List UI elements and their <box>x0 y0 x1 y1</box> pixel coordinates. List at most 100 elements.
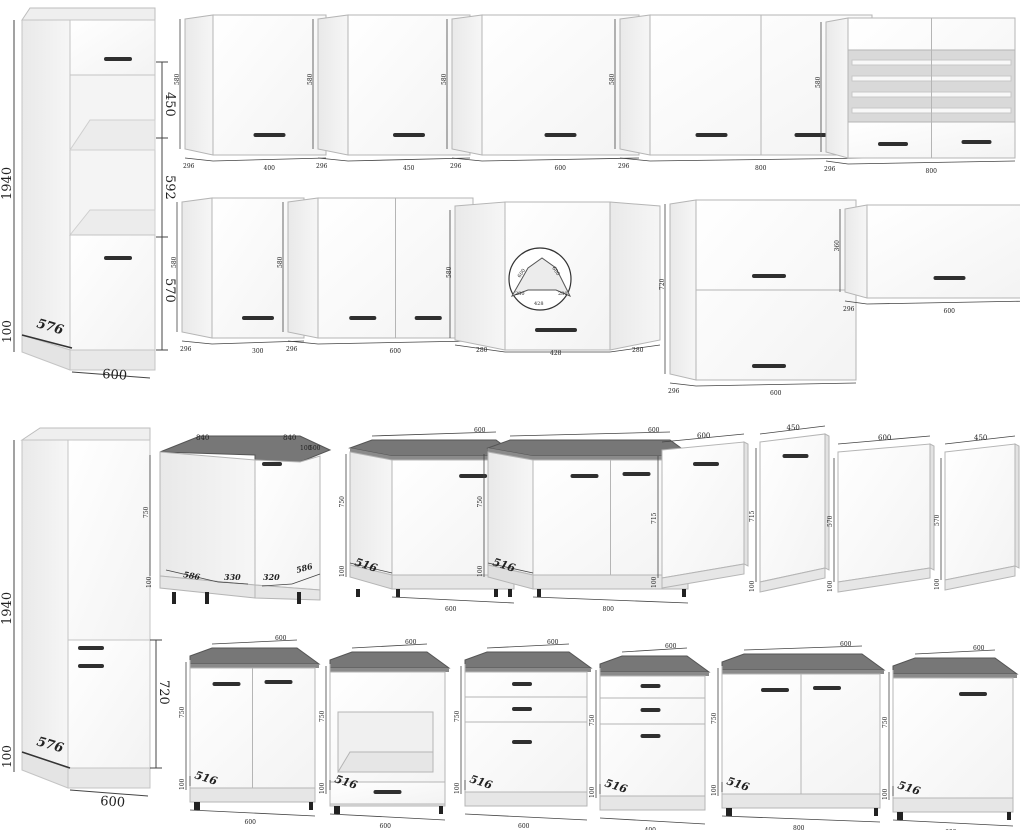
plinth-side <box>349 564 393 590</box>
width-label: 300 <box>252 348 264 355</box>
width-label: 400 <box>264 165 276 172</box>
plinth-label: 100 <box>589 786 596 798</box>
plinth-label: 100 <box>339 565 346 577</box>
larder-upper-door <box>67 439 151 641</box>
corner-left-body <box>159 451 256 586</box>
tall-oven-housing: 1940 100 576 600 450 592 570 <box>0 7 177 384</box>
leg-icon <box>356 589 360 597</box>
plinth <box>892 797 1014 813</box>
height-label: 580 <box>277 256 284 268</box>
cabinet-front <box>892 677 1014 799</box>
worktop-edge <box>600 672 709 676</box>
depth-label: 296 <box>180 346 192 353</box>
cabinet-side <box>451 14 483 156</box>
top-width-label: 840 <box>283 434 296 442</box>
dimension-line <box>486 643 570 649</box>
dimension-line <box>349 562 393 574</box>
leg-icon <box>726 808 730 816</box>
dimension-line <box>661 433 745 443</box>
worktop-edge <box>488 448 533 460</box>
tall-section-3: 570 <box>162 278 177 303</box>
worktop <box>721 653 886 671</box>
dimension-line <box>721 815 881 823</box>
worktop-edge <box>893 674 1017 678</box>
dimension-line <box>464 813 588 821</box>
worktop-edge <box>722 670 884 674</box>
plinth-label: 100 <box>146 576 153 588</box>
cabinet-front <box>347 14 471 156</box>
leg-icon <box>194 802 198 810</box>
panel-edge <box>824 433 830 571</box>
width-label: 800 <box>755 165 767 172</box>
width-label: 600 <box>445 606 457 613</box>
inset-label: 280 <box>558 291 568 297</box>
dimension-line <box>621 647 688 653</box>
tall-section-1: 450 <box>162 92 177 117</box>
dimension-line <box>181 340 213 345</box>
handle-icon <box>752 274 786 278</box>
worktop-edge <box>465 668 591 672</box>
cabinet-side <box>184 14 214 156</box>
wall-300: 580 296 300 <box>171 197 305 355</box>
dim-label: 320 <box>263 572 280 582</box>
height-label: 580 <box>171 256 178 268</box>
width-label: 450 <box>403 165 415 172</box>
top-width-label: 600 <box>973 645 985 652</box>
width-label: 428 <box>550 350 562 357</box>
depth-label: 296 <box>286 346 298 353</box>
dimension-line <box>695 382 857 387</box>
depth-label: 296 <box>316 163 328 170</box>
larder-lower-door <box>67 639 151 769</box>
worktop-edge <box>330 668 449 672</box>
leg-icon <box>309 802 313 810</box>
handle-icon <box>78 646 104 650</box>
leg-icon <box>897 812 901 820</box>
handle-icon <box>752 364 786 368</box>
worktop <box>329 651 451 669</box>
leg-icon <box>297 592 301 604</box>
dimension-line <box>391 596 515 604</box>
tall-height-label: 1940 <box>0 167 15 200</box>
worktop <box>599 655 711 673</box>
dimension-line <box>619 157 651 162</box>
top-width-label: 600 <box>547 639 559 646</box>
leg-icon <box>537 589 541 597</box>
cabinet-side <box>825 17 849 159</box>
dimension-line <box>914 649 996 655</box>
handle-icon <box>78 664 104 668</box>
worktop-edge <box>533 456 692 460</box>
dim-label: 586 <box>295 561 314 575</box>
depth-label: 296 <box>843 306 855 313</box>
height-label: 580 <box>609 73 616 85</box>
dimension-line <box>211 639 298 645</box>
width-label: 600 <box>555 165 567 172</box>
larder-plinth-label: 100 <box>0 745 14 768</box>
width-label: 600 <box>245 819 257 826</box>
dimension-line <box>317 157 349 162</box>
dimension-line <box>351 643 428 649</box>
handle-icon <box>262 462 282 466</box>
depth-label: 280 <box>632 347 644 354</box>
cabinet-front <box>481 14 640 156</box>
dimension-line <box>165 569 219 583</box>
leg-icon <box>396 589 400 597</box>
height-label: 360 <box>834 240 841 252</box>
handle-icon <box>933 276 966 280</box>
dimension-line <box>261 583 293 587</box>
handle-icon <box>104 256 132 260</box>
plinth <box>759 567 826 593</box>
handle-icon <box>693 462 719 466</box>
handle-icon <box>961 140 992 144</box>
plinth-side <box>487 564 534 590</box>
handle-icon <box>242 316 274 320</box>
handle-icon <box>695 133 728 137</box>
dimension-line <box>287 340 319 345</box>
larder-height-label: 1940 <box>0 592 15 625</box>
width-label: 600 <box>770 390 782 397</box>
height-label: 570 <box>934 514 941 526</box>
width-label: 600 <box>390 348 402 355</box>
worktop <box>892 657 1019 675</box>
